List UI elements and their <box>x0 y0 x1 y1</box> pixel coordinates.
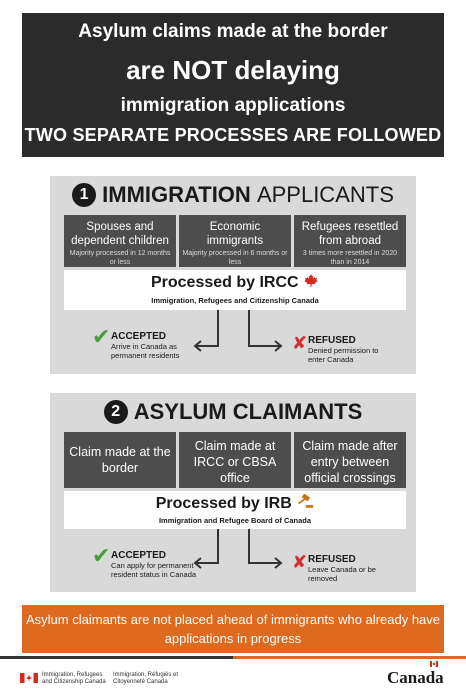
category-subtitle: Majority processed in 6 months or less <box>182 250 288 266</box>
header-line-3: immigration applications <box>120 95 346 116</box>
processed-by-subtitle: Immigration, Refugees and Citizenship Ca… <box>151 296 319 305</box>
category-box-spouses: Spouses and dependent children Majority … <box>64 215 176 267</box>
header-line-4: TWO SEPARATE PROCESSES ARE FOLLOWED <box>24 125 442 145</box>
refused-label: REFUSED <box>308 335 356 346</box>
refused-outcome: ✘ REFUSED Leave Canada or be removed <box>292 552 378 583</box>
category-subtitle: Majority processed in 12 months or less <box>69 250 171 266</box>
processed-by-subtitle: Immigration and Refugee Board of Canada <box>158 516 312 525</box>
flow-connector <box>193 529 283 569</box>
category-subtitle: 3 times more resettled in 2020 than in 2… <box>302 250 398 266</box>
canada-wordmark: Canada <box>387 668 444 687</box>
x-mark-icon: ✘ <box>292 333 308 353</box>
claim-title: Claim made after entry between official … <box>302 439 398 485</box>
accepted-description: Can apply for permanent resident status … <box>111 561 197 579</box>
refused-label: REFUSED <box>308 554 356 565</box>
claim-title: Claim made at the border <box>69 445 171 475</box>
checkmark-icon: ✔ <box>92 543 111 568</box>
gavel-icon <box>298 493 314 508</box>
x-mark-icon: ✘ <box>292 552 308 572</box>
refused-description: Leave Canada or be removed <box>308 565 376 583</box>
department-name-english: Immigration, Refugees and Citizenship Ca… <box>42 672 106 685</box>
category-title: Spouses and dependent children <box>71 221 169 247</box>
claim-box-office: Claim made at IRCC or CBSA office <box>179 432 291 488</box>
claim-box-between-crossings: Claim made after entry between official … <box>294 432 406 488</box>
flow-connector <box>193 310 283 352</box>
accepted-outcome: ✔ ACCEPTED Can apply for permanent resid… <box>92 543 209 579</box>
category-title: Economic immigrants <box>206 221 264 247</box>
section-title-bold: IMMIGRATION <box>102 182 251 207</box>
footer-divider <box>0 656 466 659</box>
section-title-light: APPLICANTS <box>256 182 394 207</box>
header-line-2: are NOT delaying <box>126 55 340 85</box>
header-line-1: Asylum claims made at the border <box>78 21 388 42</box>
accepted-outcome: ✔ ACCEPTED Arrive in Canada as permanent… <box>92 324 207 360</box>
section-number-badge: 2 <box>103 400 128 424</box>
wordmark-flag-icon <box>430 661 438 667</box>
processed-by-title: Processed by IRB <box>64 493 406 513</box>
claim-box-border: Claim made at the border <box>64 432 176 488</box>
processed-by-ircc-box: Processed by IRCC Immigration, Refugees … <box>64 270 406 310</box>
government-footer: Immigration, Refugees and Citizenship Ca… <box>0 656 466 700</box>
processed-by-title: Processed by IRCC <box>64 273 406 292</box>
department-name-french: Immigration, Réfugiés et Citoyenneté Can… <box>113 672 179 685</box>
refused-outcome: ✘ REFUSED Denied permission to enter Can… <box>292 333 388 364</box>
category-box-economic: Economic immigrants Majority processed i… <box>179 215 291 267</box>
maple-leaf-icon <box>304 273 318 288</box>
summary-banner: Asylum claimants are not placed ahead of… <box>22 605 444 653</box>
processed-by-irb-box: Processed by IRB Immigration and Refugee… <box>64 491 406 529</box>
refused-description: Denied permission to enter Canada <box>308 346 379 364</box>
accepted-label: ACCEPTED <box>111 331 167 342</box>
accepted-label: ACCEPTED <box>111 550 167 561</box>
section-title-bold: ASYLUM <box>133 399 227 424</box>
category-title: Refugees resettled from abroad <box>301 221 399 247</box>
section-title-light: CLAIMANTS <box>232 399 363 424</box>
checkmark-icon: ✔ <box>92 324 111 349</box>
category-box-refugees: Refugees resettled from abroad 3 times m… <box>294 215 406 267</box>
header-banner: Asylum claims made at the border are NOT… <box>22 13 444 157</box>
section-number-badge: 1 <box>72 183 97 207</box>
accepted-description: Arrive in Canada as permanent residents <box>111 342 180 360</box>
claim-title: Claim made at IRCC or CBSA office <box>193 439 277 485</box>
canada-flag-icon <box>20 673 38 683</box>
